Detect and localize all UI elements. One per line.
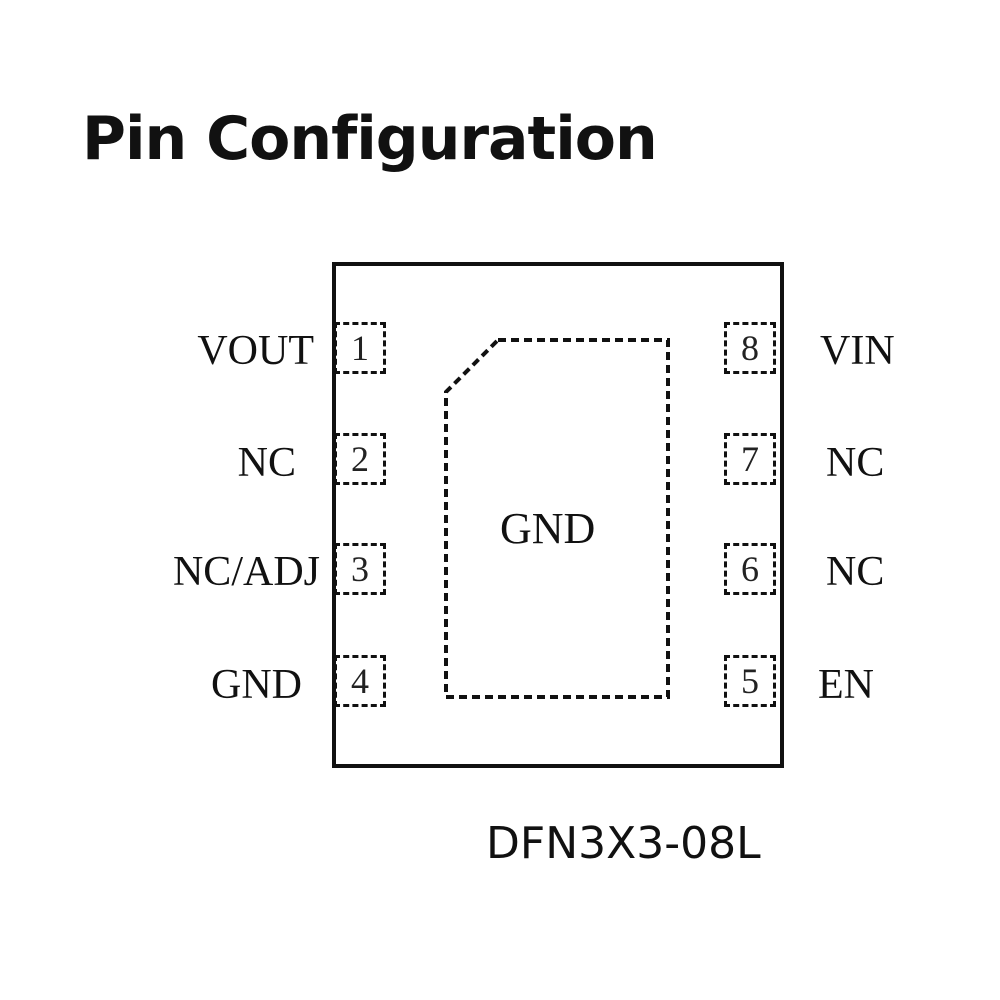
- pin-label-2: NC: [237, 440, 296, 486]
- pin-pad-2: 2: [334, 433, 386, 485]
- pin-pad-8: 8: [724, 322, 776, 374]
- pin-pad-1: 1: [334, 322, 386, 374]
- pin-label-8: VIN: [820, 328, 895, 374]
- pin-pad-6: 6: [724, 543, 776, 595]
- page-title: Pin Configuration: [82, 104, 658, 174]
- package-name: DFN3X3-08L: [486, 818, 761, 869]
- package-outline: [332, 262, 784, 768]
- pin-label-4: GND: [211, 662, 302, 708]
- exposed-pad-label: GND: [500, 504, 596, 553]
- pin-label-3: NC/ADJ: [172, 549, 320, 595]
- pin-pad-4: 4: [334, 655, 386, 707]
- pin-label-1: VOUT: [197, 328, 314, 374]
- pin-label-5: EN: [818, 662, 874, 708]
- pin-pad-5: 5: [724, 655, 776, 707]
- pin-label-6: NC: [826, 549, 885, 595]
- pin-pad-3: 3: [334, 543, 386, 595]
- pin-label-7: NC: [826, 440, 885, 486]
- pin-pad-7: 7: [724, 433, 776, 485]
